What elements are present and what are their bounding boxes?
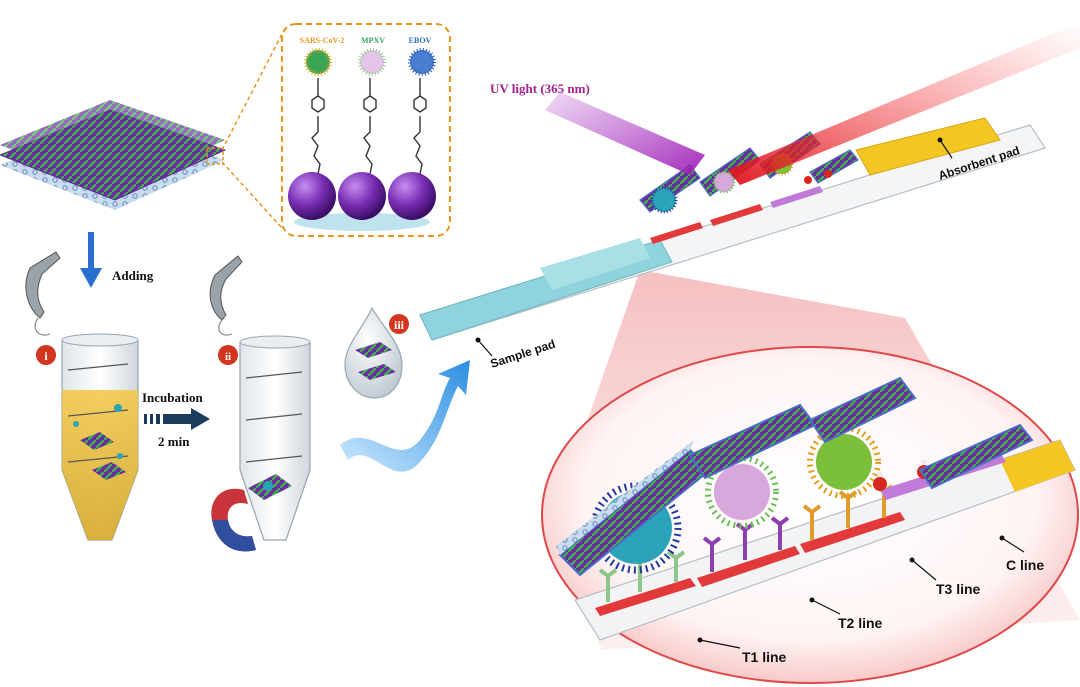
adding-arrow <box>80 268 102 288</box>
uv-light-label: UV light (365 nm) <box>490 81 590 96</box>
c-line-group <box>873 423 1034 500</box>
step-i: Adding i <box>25 232 154 541</box>
ebov-virus <box>408 48 436 76</box>
sars-cov-2-label: SARS-CoV-2 <box>300 36 345 45</box>
t1-line-label: T1 line <box>742 649 787 665</box>
sample-pad-label: Sample pad <box>489 337 557 371</box>
incubation-arrow <box>191 408 210 430</box>
laser-beam <box>728 22 1080 185</box>
step-i-badge <box>36 345 56 365</box>
step-ii-label: ii <box>225 351 231 363</box>
flow-arrow <box>340 360 470 472</box>
mpxv-label: MPXV <box>361 36 385 45</box>
t3-line-group <box>800 376 917 553</box>
t1-line-group <box>556 440 712 616</box>
sars-cov-2-virus <box>304 48 332 76</box>
probe-box: SARS-CoV-2 MPXV EBOV <box>281 23 451 237</box>
t2-line <box>697 546 800 587</box>
t3-line-label: T3 line <box>936 581 981 597</box>
ebov-virus-magnified <box>816 434 872 490</box>
incubation-step: Incubation 2 min <box>142 390 210 449</box>
step-ii: ii <box>209 255 311 552</box>
step-iii-label: iii <box>394 318 405 332</box>
uv-light-beam <box>545 92 705 175</box>
step-ii-badge <box>218 345 238 365</box>
incubation-time-label: 2 min <box>158 434 190 449</box>
absorbent-pad <box>855 117 1001 176</box>
mpxv-virus <box>358 48 386 76</box>
ebov-label: EBOV <box>409 36 432 45</box>
t2-line-label: T2 line <box>838 615 883 631</box>
t1-line <box>595 578 696 616</box>
nanosheet-material <box>0 100 227 210</box>
step-i-label: i <box>44 349 48 363</box>
lateral-flow-strip <box>419 117 1046 341</box>
t2-line-group <box>688 403 817 587</box>
adding-label: Adding <box>112 268 154 283</box>
step-iii-badge <box>389 314 409 334</box>
mpxv-virus-magnified <box>714 464 770 520</box>
t3-line <box>800 512 905 553</box>
c-line-label: C line <box>1006 557 1044 573</box>
pipette-icon <box>25 251 61 319</box>
pipette-icon-2 <box>209 255 243 321</box>
magnified-absorbent-pad <box>1000 440 1075 492</box>
incubation-label: Incubation <box>142 390 203 405</box>
